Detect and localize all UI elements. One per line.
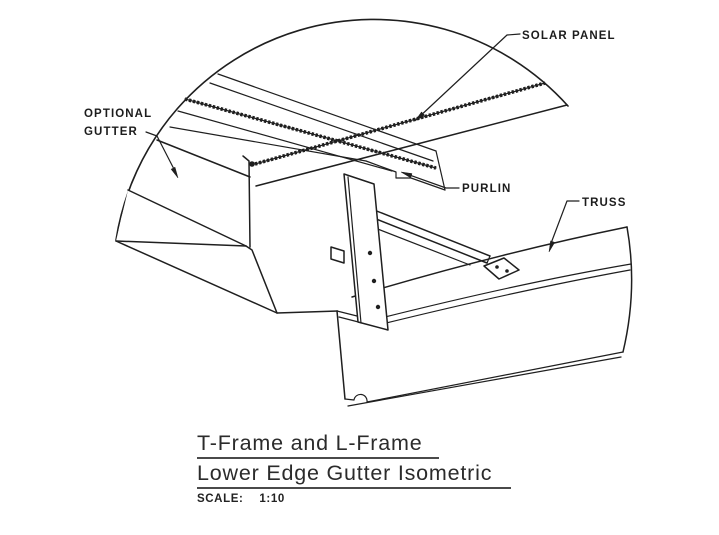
gutter-back-rim — [156, 139, 251, 178]
gutter-front-rim — [115, 240, 247, 247]
optional-gutter — [115, 139, 339, 314]
clamp-hole — [505, 269, 509, 273]
panel-front-edge-lines — [249, 81, 568, 187]
gutter-back-wall-edge — [242, 155, 251, 248]
label-gutter: GUTTER — [84, 126, 138, 138]
truss-right-cap — [622, 226, 633, 353]
scale-row: SCALE: 1:10 — [197, 493, 511, 505]
gutter-end-fold — [245, 245, 278, 314]
label-solar-panel: SOLAR PANEL — [522, 30, 616, 42]
label-optional: OPTIONAL — [84, 108, 152, 120]
detail-boundary-arc — [115, 18, 569, 241]
clamp-hole — [495, 265, 499, 269]
truss-front-top-edge — [372, 263, 632, 321]
bracket-plate — [343, 173, 389, 331]
gutter-bead — [249, 161, 255, 167]
drawing-title-line1: T-Frame and L-Frame — [197, 431, 439, 459]
bracket-hole — [375, 304, 381, 310]
scale-label: SCALE: — [197, 493, 244, 505]
truss-top-rear-edge — [351, 226, 628, 298]
drawing-title-line2: Lower Edge Gutter Isometric — [197, 461, 511, 489]
purlin-step-edge — [365, 160, 446, 191]
bracket-tab — [330, 246, 345, 264]
scale-value: 1:10 — [259, 493, 285, 505]
solar-panel-layer-lines — [169, 73, 446, 191]
leader-truss — [548, 200, 580, 253]
bracket-hole — [367, 250, 373, 256]
leader-arrowhead — [548, 240, 556, 253]
panel-corner-edge — [435, 150, 446, 191]
leader-optional-gutter — [145, 131, 179, 179]
title-block: T-Frame and L-Frame Lower Edge Gutter Is… — [197, 431, 511, 505]
gutter-front-bottom-edge — [115, 240, 278, 314]
leader-solar-panel — [414, 33, 521, 122]
truss-bottom-edge — [344, 351, 624, 403]
label-purlin: PURLIN — [462, 183, 511, 195]
truss-member — [336, 226, 633, 407]
leader-purlin — [400, 171, 460, 189]
mounting-bracket — [330, 173, 389, 331]
label-truss: TRUSS — [582, 197, 626, 209]
purlin-clamp-plate — [483, 257, 520, 280]
gutter-truss-connector — [276, 310, 339, 314]
bracket-hole — [371, 278, 377, 284]
leader-arrowhead — [170, 166, 179, 179]
leader-arrowhead — [414, 111, 425, 122]
truss-left-cap-edge — [336, 310, 346, 400]
gutter-inner-rim — [127, 189, 247, 247]
leader-arrowhead — [400, 171, 413, 179]
